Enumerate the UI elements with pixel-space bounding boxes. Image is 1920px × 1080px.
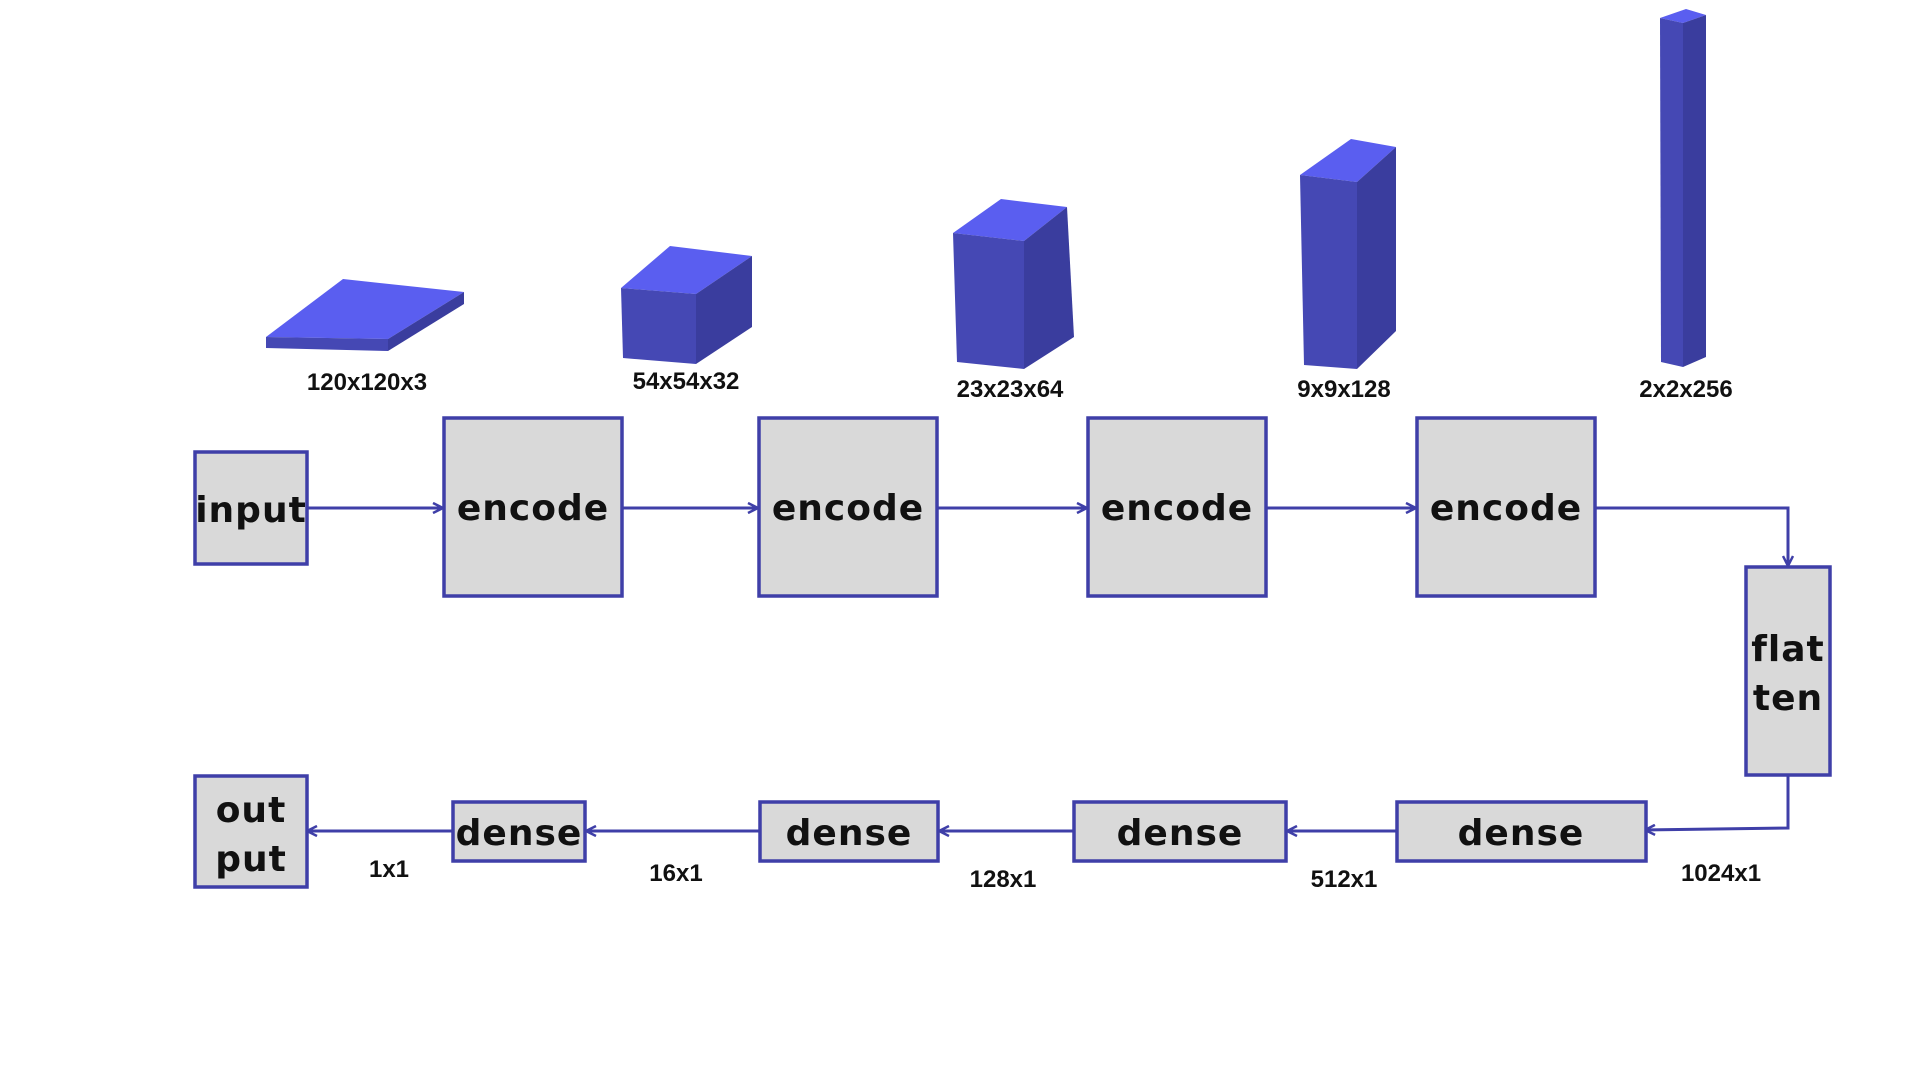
- vector-size-label-5: 1x1: [369, 856, 409, 883]
- tensor-shape-label-4: 9x9x128: [1297, 376, 1390, 403]
- vector-size-label-2: 512x1: [1311, 866, 1378, 893]
- vector-size-label-1: 1024x1: [1681, 860, 1761, 887]
- tensor-shape-label-1: 120x120x3: [307, 369, 427, 396]
- tensor-volume-1: [266, 279, 464, 351]
- input-label: input: [195, 490, 307, 531]
- dense-block-label: dense: [456, 813, 583, 854]
- dense-block-label: dense: [786, 813, 913, 854]
- tensor-shape-label-3: 23x23x64: [957, 376, 1064, 403]
- dense-block-1: dense: [1395, 800, 1648, 863]
- flatten-label-line-1: flat: [1751, 629, 1825, 670]
- tensor-volume-4: [1300, 139, 1396, 369]
- output-label-line-1: out: [216, 790, 287, 831]
- encode-block-label: encode: [457, 488, 609, 529]
- dense-block-label: dense: [1458, 813, 1585, 854]
- output-node: out put: [193, 774, 309, 889]
- dense-block-label: dense: [1117, 813, 1244, 854]
- encode-block-label: encode: [772, 488, 924, 529]
- arrow-flatten-to-dense-1: [1646, 775, 1790, 830]
- vector-size-label-3: 128x1: [970, 866, 1037, 893]
- tensor-volume-3: [953, 199, 1074, 369]
- arrow-encode-4-to-flatten: [1595, 506, 1788, 565]
- dense-block-3: dense: [758, 800, 940, 863]
- encode-block-4: encode: [1415, 416, 1597, 598]
- encode-block-1: encode: [442, 416, 624, 598]
- tensor-volume-2: [621, 246, 752, 364]
- encode-block-label: encode: [1430, 488, 1582, 529]
- encode-block-2: encode: [757, 416, 939, 598]
- encode-block-3: encode: [1086, 416, 1268, 598]
- dense-block-4: dense: [451, 800, 587, 863]
- flatten-label-line-2: ten: [1753, 678, 1823, 719]
- dense-block-2: dense: [1072, 800, 1288, 863]
- flatten-node: flat ten: [1744, 565, 1832, 777]
- tensor-shape-label-5: 2x2x256: [1639, 376, 1732, 403]
- tensor-shape-label-2: 54x54x32: [633, 368, 740, 395]
- input-node: input: [193, 450, 309, 566]
- tensor-volume-5: [1660, 9, 1706, 367]
- output-label-line-2: put: [215, 839, 287, 880]
- encode-block-label: encode: [1101, 488, 1253, 529]
- vector-size-label-4: 16x1: [649, 860, 702, 887]
